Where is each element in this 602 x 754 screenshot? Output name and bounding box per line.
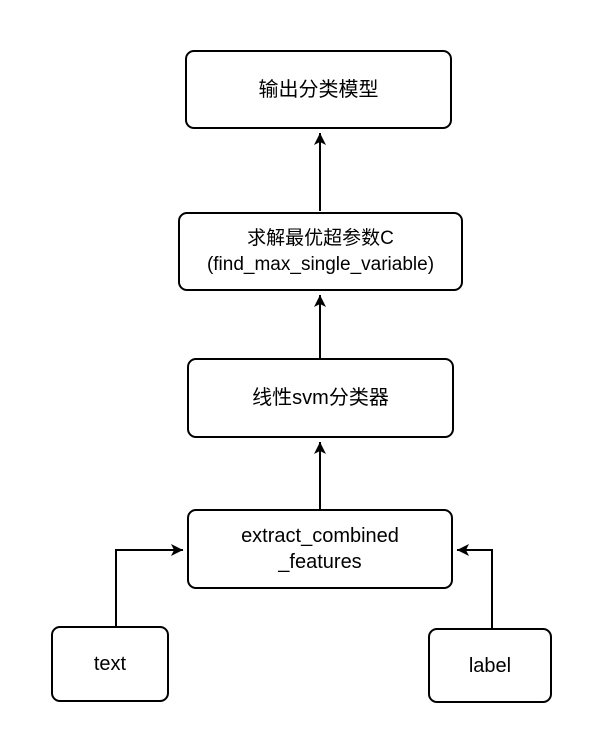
node-svm-label: 线性svm分类器 bbox=[252, 387, 389, 409]
node-linear-svm-classifier[interactable]: 线性svm分类器 bbox=[187, 358, 454, 438]
edge-label-to-extract bbox=[457, 544, 493, 628]
node-find-max-label-line2: (find_max_single_variable) bbox=[206, 253, 435, 275]
node-find-max-hyperparameter[interactable]: 求解最优超参数C (find_max_single_variable) bbox=[178, 212, 463, 291]
node-text-label: text bbox=[93, 653, 127, 675]
node-text-input[interactable]: text bbox=[51, 626, 169, 702]
edge-text-to-extract bbox=[115, 544, 183, 626]
node-label-label: label bbox=[468, 654, 512, 677]
node-extract-combined-features[interactable]: extract_combined _features bbox=[187, 509, 453, 589]
node-output-model[interactable]: 输出分类模型 bbox=[185, 50, 452, 129]
node-output-model-label: 输出分类模型 bbox=[258, 78, 379, 101]
node-find-max-label-line1: 求解最优超参数C bbox=[247, 227, 394, 249]
node-label-input[interactable]: label bbox=[428, 628, 552, 703]
node-extract-label-line2: _features bbox=[278, 551, 362, 573]
node-extract-label-line1: extract_combined bbox=[241, 525, 399, 547]
